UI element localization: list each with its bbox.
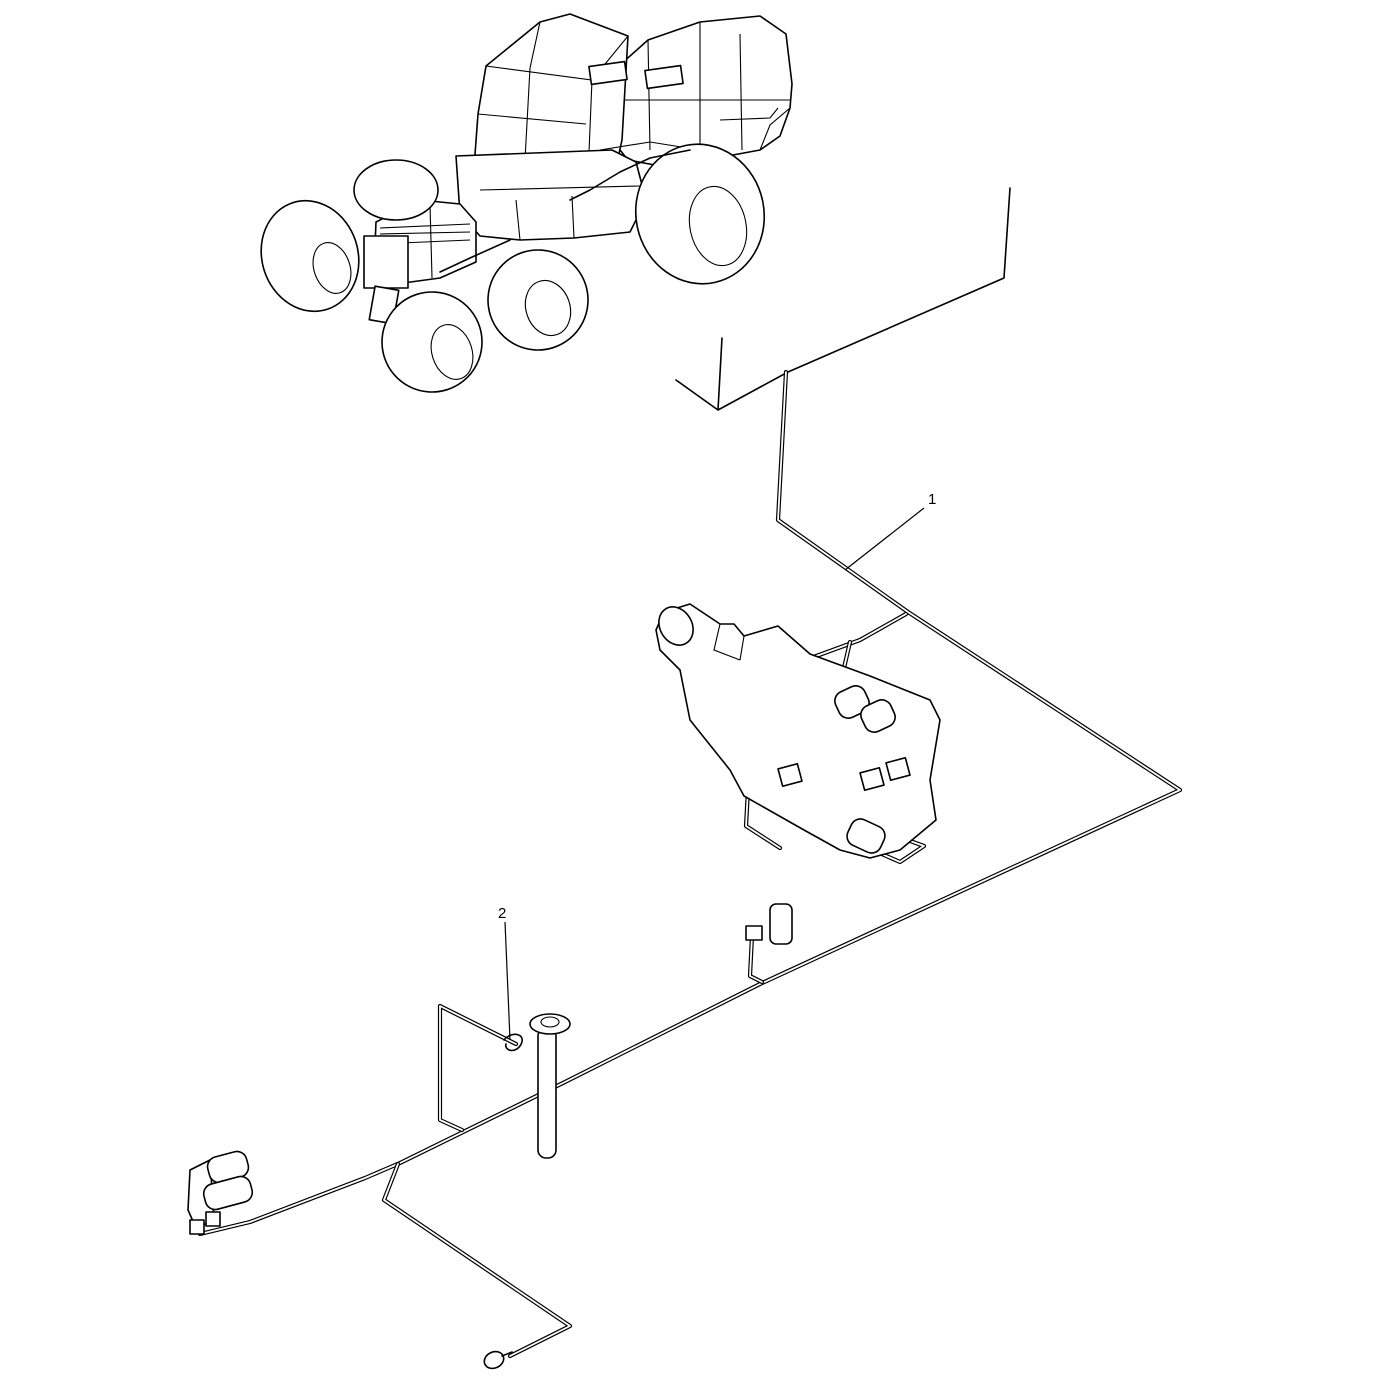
forwarder-machine-illustration [260, 13, 793, 393]
fuel-level-sensor [503, 1013, 571, 1159]
solenoid-coil [834, 685, 896, 854]
callout-2: 2 [498, 905, 511, 1041]
relay-cluster [187, 1150, 254, 1235]
pressure-sensor [745, 903, 793, 945]
wheel-front-left [260, 199, 360, 313]
wheel-front-right [353, 159, 439, 221]
callout-1: 1 [844, 491, 936, 571]
wheel-mid-right [487, 249, 589, 351]
callout-1-label: 1 [928, 491, 936, 508]
main-wiring-harness [197, 369, 1183, 1359]
connector-plug [777, 756, 911, 792]
temperature-sensor [483, 1350, 513, 1370]
callout-2-label: 2 [498, 905, 506, 922]
wheel-rear [634, 143, 766, 285]
wheel-mid-left [381, 291, 483, 393]
hydraulic-valve-block [655, 603, 941, 859]
